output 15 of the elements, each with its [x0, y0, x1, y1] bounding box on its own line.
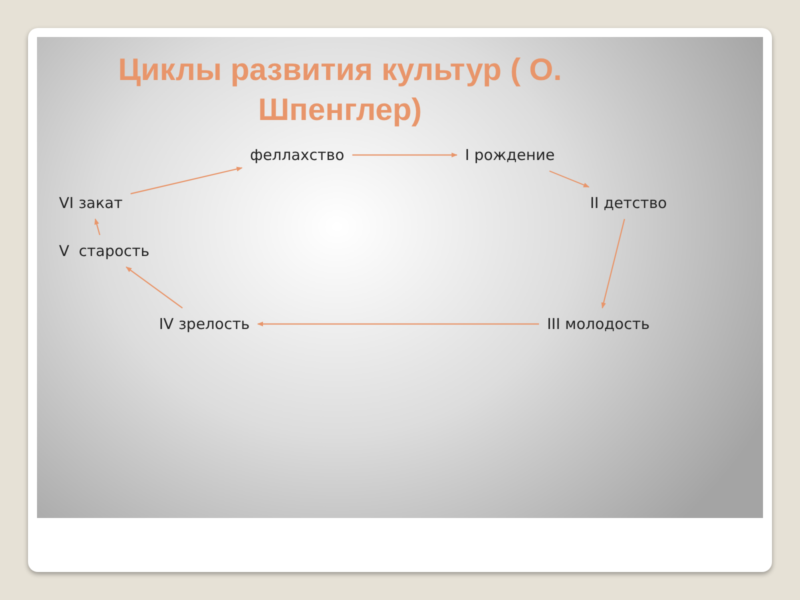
stage-label: III молодость: [545, 314, 652, 334]
arrow: [130, 166, 243, 194]
slide-title: Циклы развития культур ( О. Шпенглер): [117, 51, 563, 129]
stage-label: V старость: [57, 241, 152, 261]
stage-label: II детство: [588, 193, 669, 213]
arrow: [257, 322, 539, 326]
stage-label: IV зрелость: [157, 314, 252, 334]
arrow: [352, 152, 458, 158]
arrow: [94, 218, 100, 236]
arrow: [549, 170, 590, 188]
arrow: [601, 218, 626, 309]
stage-label: VI закат: [57, 193, 125, 213]
stage-label: I рождение: [463, 145, 557, 165]
arrow: [126, 266, 183, 308]
stage-label: феллахство: [248, 145, 346, 165]
